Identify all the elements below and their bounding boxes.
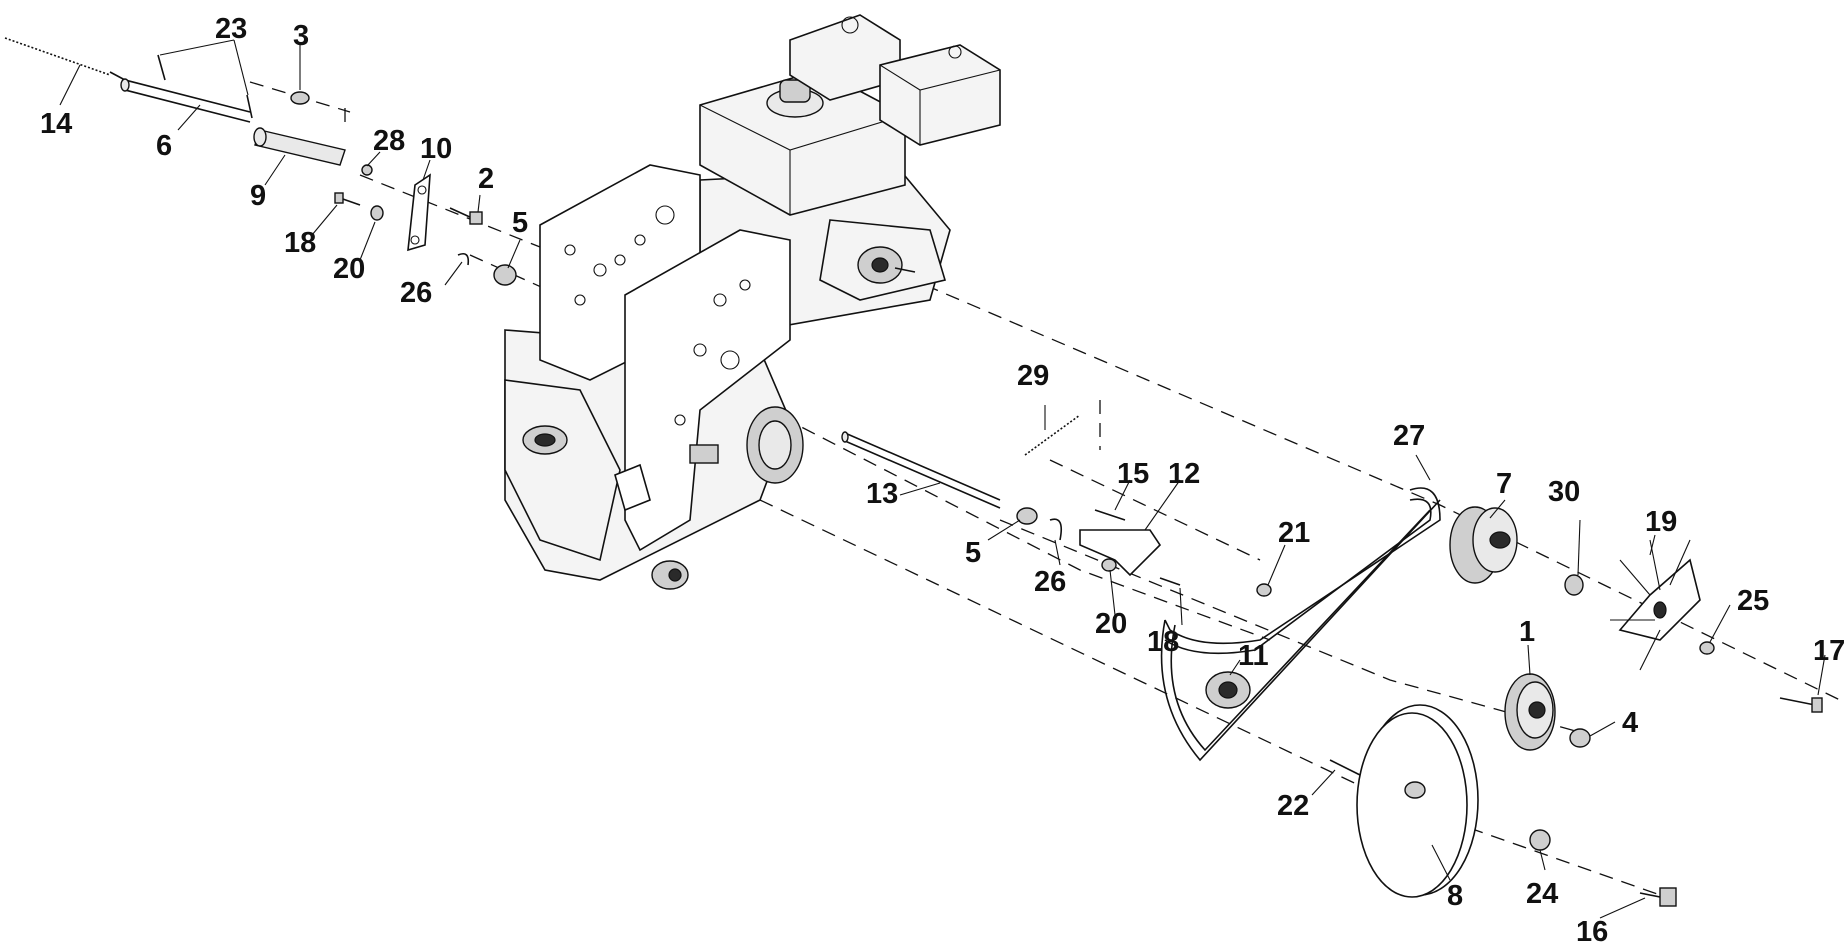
label-10: 10 (420, 133, 452, 165)
frame-assembly (504, 164, 804, 590)
label-7: 7 (1496, 468, 1512, 500)
label-13: 13 (866, 478, 898, 510)
bolt-2 (449, 207, 483, 225)
label-29: 29 (1017, 360, 1049, 392)
label-6: 6 (156, 130, 172, 162)
label-22: 22 (1277, 790, 1309, 822)
pulley-7 (1449, 506, 1518, 584)
label-5: 5 (965, 537, 981, 569)
shaft-13 (841, 431, 1001, 509)
label-4: 4 (1622, 707, 1638, 739)
nut-3 (290, 91, 310, 105)
label-17: 17 (1813, 635, 1845, 667)
label-15: 15 (1117, 458, 1149, 490)
label-18: 18 (1147, 626, 1179, 658)
leader-lines (59, 39, 1826, 919)
belt-27 (1160, 487, 1441, 762)
washer-30 (1564, 574, 1584, 596)
spring-14 (4, 37, 126, 81)
label-19: 19 (1645, 506, 1677, 538)
washer-28 (361, 164, 373, 176)
label-9: 9 (250, 180, 266, 212)
rod-6 (120, 78, 251, 123)
bracket-12 (1079, 529, 1162, 577)
washer-25 (1699, 641, 1715, 655)
bolt-18b (1159, 577, 1181, 586)
pins-23 (157, 54, 253, 119)
spring-29 (1024, 414, 1081, 456)
nut-4 (1569, 728, 1591, 748)
label-30: 30 (1548, 476, 1580, 508)
label-2: 2 (478, 163, 494, 195)
label-5: 5 (512, 207, 528, 239)
sleeve-9 (253, 127, 346, 166)
washer-21 (1256, 583, 1272, 597)
label-3: 3 (293, 20, 309, 52)
label-26: 26 (1034, 566, 1066, 598)
bolt-18a (334, 192, 361, 206)
part-labels: 23 3 14 6 28 10 9 2 18 5 20 26 29 27 15 … (40, 13, 1845, 948)
label-11: 11 (1238, 640, 1269, 672)
assembly-axis-lines (249, 81, 1841, 896)
label-28: 28 (373, 125, 405, 157)
label-21: 21 (1278, 517, 1310, 549)
label-23: 23 (215, 13, 247, 45)
label-20: 20 (333, 253, 365, 285)
label-14: 14 (40, 108, 72, 140)
label-16: 16 (1576, 916, 1608, 948)
label-12: 12 (1168, 458, 1200, 490)
pulley-1 (1504, 673, 1556, 751)
clip-26b (1049, 518, 1063, 541)
bolt-16 (1639, 887, 1677, 907)
bushing-5a (493, 264, 517, 286)
label-25: 25 (1737, 585, 1769, 617)
washer-20b (1101, 558, 1117, 572)
label-27: 27 (1393, 420, 1425, 452)
fan-19 (1610, 539, 1701, 671)
washer-24 (1529, 829, 1551, 851)
label-1: 1 (1519, 616, 1535, 648)
bushing-5b (1016, 507, 1038, 525)
pulley-11 (1205, 671, 1251, 709)
wheel-8 (1356, 704, 1479, 898)
label-26: 26 (400, 277, 432, 309)
clip-26a (457, 252, 470, 266)
label-20: 20 (1095, 608, 1127, 640)
label-8: 8 (1447, 880, 1463, 912)
label-18: 18 (284, 227, 316, 259)
bolt-17 (1779, 697, 1823, 713)
pin-22 (1329, 759, 1361, 776)
washer-20a (370, 205, 384, 221)
link-10 (407, 173, 431, 252)
pin-15 (1094, 509, 1126, 521)
label-24: 24 (1526, 878, 1558, 910)
